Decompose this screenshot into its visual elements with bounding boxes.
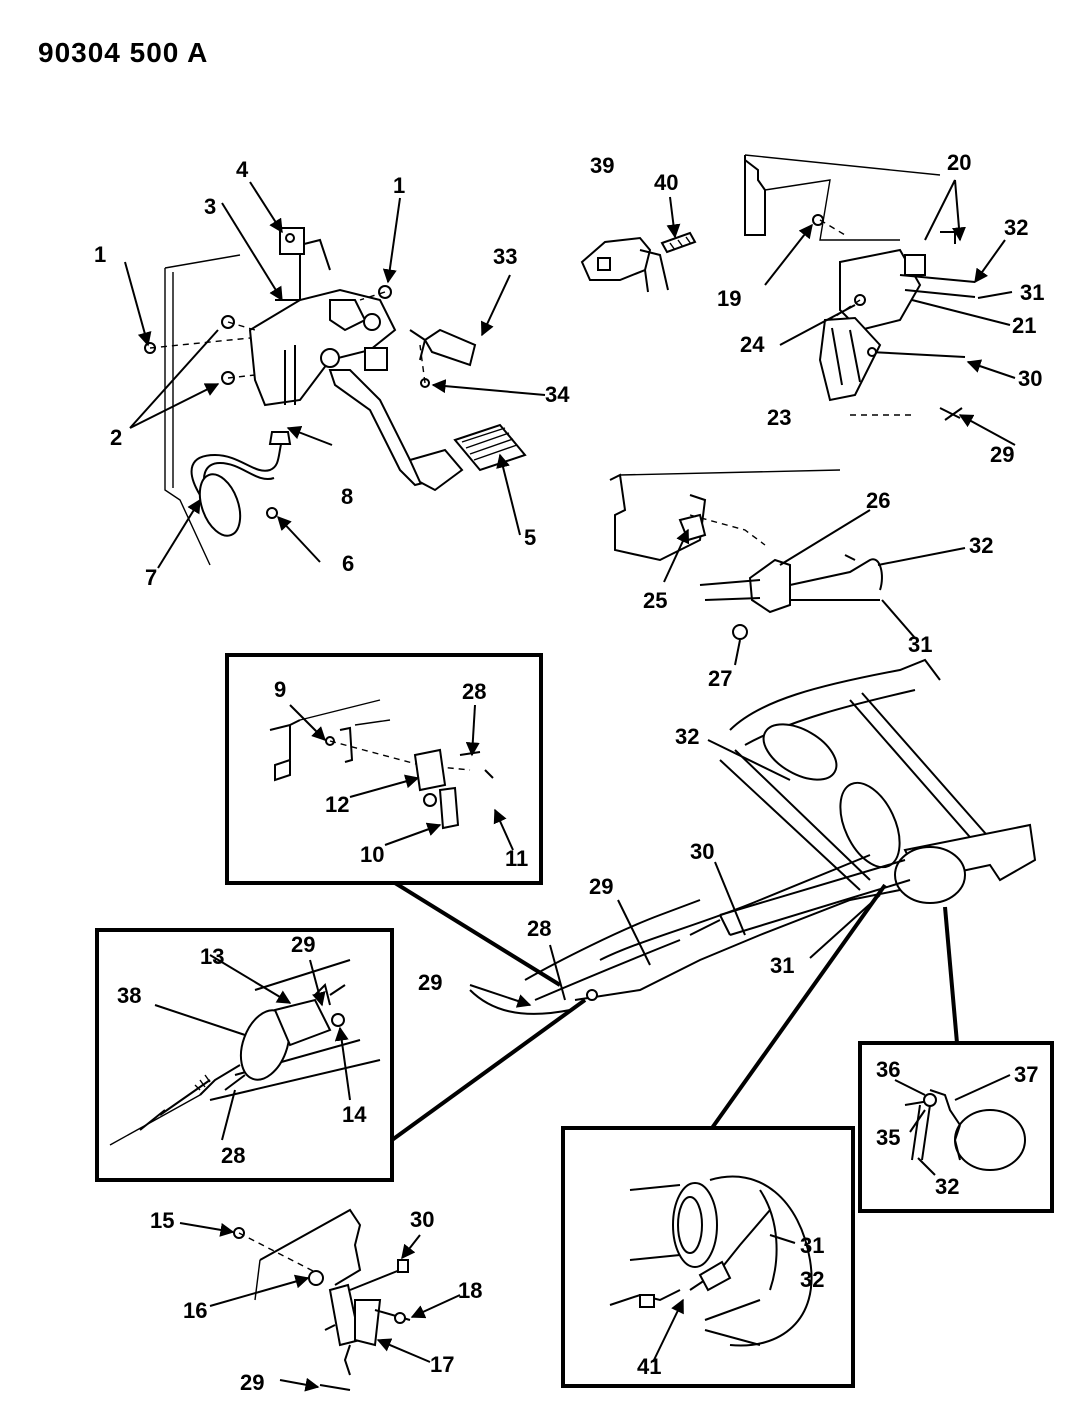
label-12: 12 <box>325 792 349 817</box>
label-30-frame: 30 <box>690 839 714 864</box>
inset-wheel-drawing <box>609 1175 813 1347</box>
label-34: 34 <box>545 382 570 407</box>
part-labels: 1 1 2 3 4 5 6 7 8 9 10 11 12 13 14 15 16… <box>94 150 1044 1395</box>
label-33: 33 <box>493 244 517 269</box>
label-32-drum: 32 <box>935 1174 959 1199</box>
pedal-assembly-drawing <box>144 227 527 566</box>
label-24: 24 <box>740 332 765 357</box>
rear-bracket-drawing <box>744 154 976 421</box>
connector-inset-d <box>943 906 959 1044</box>
leader-arrows <box>124 179 1016 1392</box>
label-15: 15 <box>150 1208 174 1233</box>
inset-box-wheel <box>561 1126 855 1388</box>
label-6: 6 <box>342 551 354 576</box>
label-8: 8 <box>341 484 353 509</box>
label-13: 13 <box>200 944 224 969</box>
label-19: 19 <box>717 286 741 311</box>
label-14: 14 <box>342 1102 367 1127</box>
inset-box-bracket <box>225 653 543 885</box>
label-9: 9 <box>274 677 286 702</box>
label-29-lower: 29 <box>240 1370 264 1395</box>
label-28-frame: 28 <box>527 916 551 941</box>
label-32-frame: 32 <box>675 724 699 749</box>
label-30-top: 30 <box>1018 366 1042 391</box>
label-28-guide: 28 <box>221 1143 245 1168</box>
label-18: 18 <box>458 1278 482 1303</box>
label-17: 17 <box>430 1352 454 1377</box>
label-5: 5 <box>524 525 536 550</box>
label-23: 23 <box>767 405 791 430</box>
label-1-left: 1 <box>94 242 106 267</box>
label-27: 27 <box>708 666 732 691</box>
label-29-frame: 29 <box>589 874 613 899</box>
document-number: 90304 500 A <box>38 37 208 68</box>
label-38: 38 <box>117 983 141 1008</box>
connector-inset-a <box>393 881 562 987</box>
label-21: 21 <box>1012 313 1036 338</box>
label-16: 16 <box>183 1298 207 1323</box>
label-1-right: 1 <box>393 173 405 198</box>
parts-39-40-drawing <box>580 231 697 293</box>
label-41: 41 <box>637 1354 661 1379</box>
label-29-guide: 29 <box>291 932 315 957</box>
label-29-left: 29 <box>418 970 442 995</box>
label-3: 3 <box>204 194 216 219</box>
vehicle-frame-drawing <box>469 658 1037 1015</box>
label-30-lower: 30 <box>410 1207 434 1232</box>
label-2: 2 <box>110 425 122 450</box>
connector-inset-c <box>710 883 887 1130</box>
label-31-frame: 31 <box>770 953 794 978</box>
label-37: 37 <box>1014 1062 1038 1087</box>
label-36: 36 <box>876 1057 900 1082</box>
connector-inset-b <box>390 998 587 1142</box>
label-31-wheel: 31 <box>800 1233 824 1258</box>
middle-bracket-drawing <box>609 469 883 640</box>
label-26: 26 <box>866 488 890 513</box>
label-10: 10 <box>360 842 384 867</box>
label-32-middle: 32 <box>969 533 993 558</box>
label-39: 39 <box>590 153 614 178</box>
label-32-wheel: 32 <box>800 1267 824 1292</box>
lower-lever-drawing <box>233 1208 411 1391</box>
label-31-top: 31 <box>1020 280 1044 305</box>
inset-drum-drawing <box>904 1089 1026 1171</box>
label-25: 25 <box>643 588 667 613</box>
label-4: 4 <box>236 157 249 182</box>
label-11: 11 <box>505 846 528 871</box>
label-29-top: 29 <box>990 442 1014 467</box>
label-35: 35 <box>876 1125 900 1150</box>
label-31-middle: 31 <box>908 632 932 657</box>
inset-cable-guide-drawing <box>109 959 381 1146</box>
label-7: 7 <box>145 565 157 590</box>
label-40: 40 <box>654 170 678 195</box>
label-32-top: 32 <box>1004 215 1028 240</box>
inset-box-cable-guide <box>95 928 394 1182</box>
label-20: 20 <box>947 150 971 175</box>
label-28-inset: 28 <box>462 679 486 704</box>
